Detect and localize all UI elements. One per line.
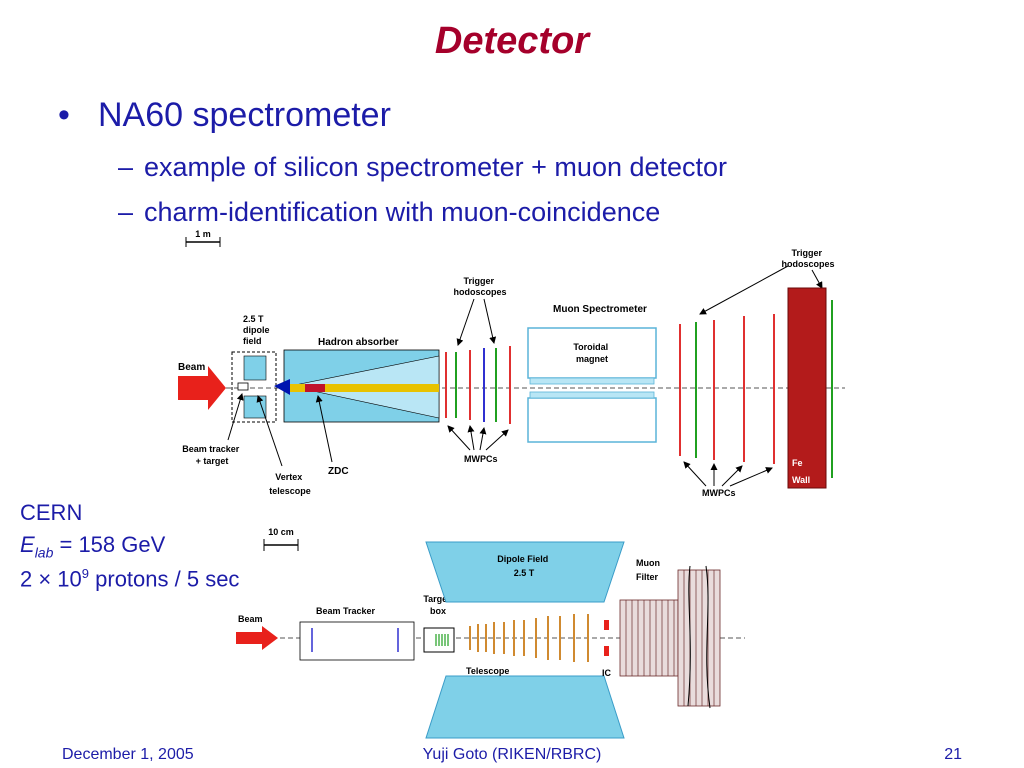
hadron-absorber-label: Hadron absorber xyxy=(318,337,399,348)
bullet-main-text: NA60 spectrometer xyxy=(98,96,391,134)
mwpc-planes-left xyxy=(445,346,511,424)
muon-filter-label: Muon Filter xyxy=(636,558,663,582)
zdc-label: ZDC xyxy=(328,466,349,477)
dipole-pole-bottom xyxy=(425,675,625,739)
mwpcs-left-label: MWPCs xyxy=(464,454,498,464)
hadron-absorber xyxy=(274,349,440,423)
beam-arrow-top xyxy=(178,366,226,410)
scale-bar-bottom: 10 cm xyxy=(263,527,299,551)
toroidal-magnet xyxy=(527,327,657,443)
target-box xyxy=(423,627,455,653)
muon-spectrometer-label: Muon Spectrometer xyxy=(553,304,647,315)
beam-tracker-label-bottom: Beam Tracker xyxy=(316,606,376,616)
beam-label-top: Beam xyxy=(178,362,205,373)
vertex-telescope-label: Vertex telescope xyxy=(269,472,311,496)
trigger-hodoscopes-right-label: Trigger hodoscopes xyxy=(781,248,834,269)
cern-label: CERN xyxy=(20,500,83,525)
fe-label: Fe xyxy=(792,458,803,468)
scale-label-top: 1 m xyxy=(195,229,211,239)
footer-author: Yuji Goto (RIKEN/RBRC) xyxy=(422,746,602,763)
dipole-label: 2.5 T dipole field xyxy=(243,314,272,346)
silicon-telescope xyxy=(469,614,589,662)
beam-label-bottom: Beam xyxy=(238,614,263,624)
mwpcs-right-label: MWPCs xyxy=(702,488,736,498)
bullet-dot: • xyxy=(58,96,70,134)
footer-page-number: 21 xyxy=(944,746,962,763)
mwpc-planes-right xyxy=(679,314,775,464)
footer-date: December 1, 2005 xyxy=(62,746,194,763)
beam-tracker-box xyxy=(299,621,415,661)
sub-bullet-dash: – xyxy=(118,152,134,182)
target-box-label: Target box xyxy=(423,594,452,616)
trigger-hodoscopes-left-label: Trigger hodoscopes xyxy=(453,276,506,297)
beam-arrow-bottom xyxy=(236,626,278,650)
dipole-box xyxy=(231,351,277,423)
sub-bullet-1: –example of silicon spectrometer + muon … xyxy=(118,152,727,183)
svg-text:10 cm: 10 cm xyxy=(268,527,294,537)
bullet-main: • NA60 spectrometer xyxy=(58,96,391,135)
ic-label: IC xyxy=(602,668,612,678)
scale-bar-top: 1 m xyxy=(185,229,221,247)
wall-label: Wall xyxy=(792,475,810,485)
muon-filter xyxy=(619,565,721,709)
dipole-field-label: Dipole Field 2.5 T xyxy=(497,554,551,578)
toroidal-magnet-label: Toroidal magnet xyxy=(573,342,610,364)
beam-tracker-label: Beam tracker + target xyxy=(182,444,242,466)
telescope-label: Telescope xyxy=(466,666,509,676)
slide-title: Detector xyxy=(434,20,590,62)
sub-bullet-1-text: example of silicon spectrometer + muon d… xyxy=(144,152,728,182)
energy-line: Elab = 158 GeV xyxy=(20,532,166,561)
sub-bullet-2: –charm-identification with muon-coincide… xyxy=(118,197,660,228)
dipole-pole-top xyxy=(425,541,625,603)
sub-bullet-2-text: charm-identification with muon-coinciden… xyxy=(144,197,661,227)
protons-line: 2 × 109 protons / 5 sec xyxy=(20,566,240,592)
sub-bullet-dash: – xyxy=(118,197,134,227)
fe-wall xyxy=(787,287,827,489)
